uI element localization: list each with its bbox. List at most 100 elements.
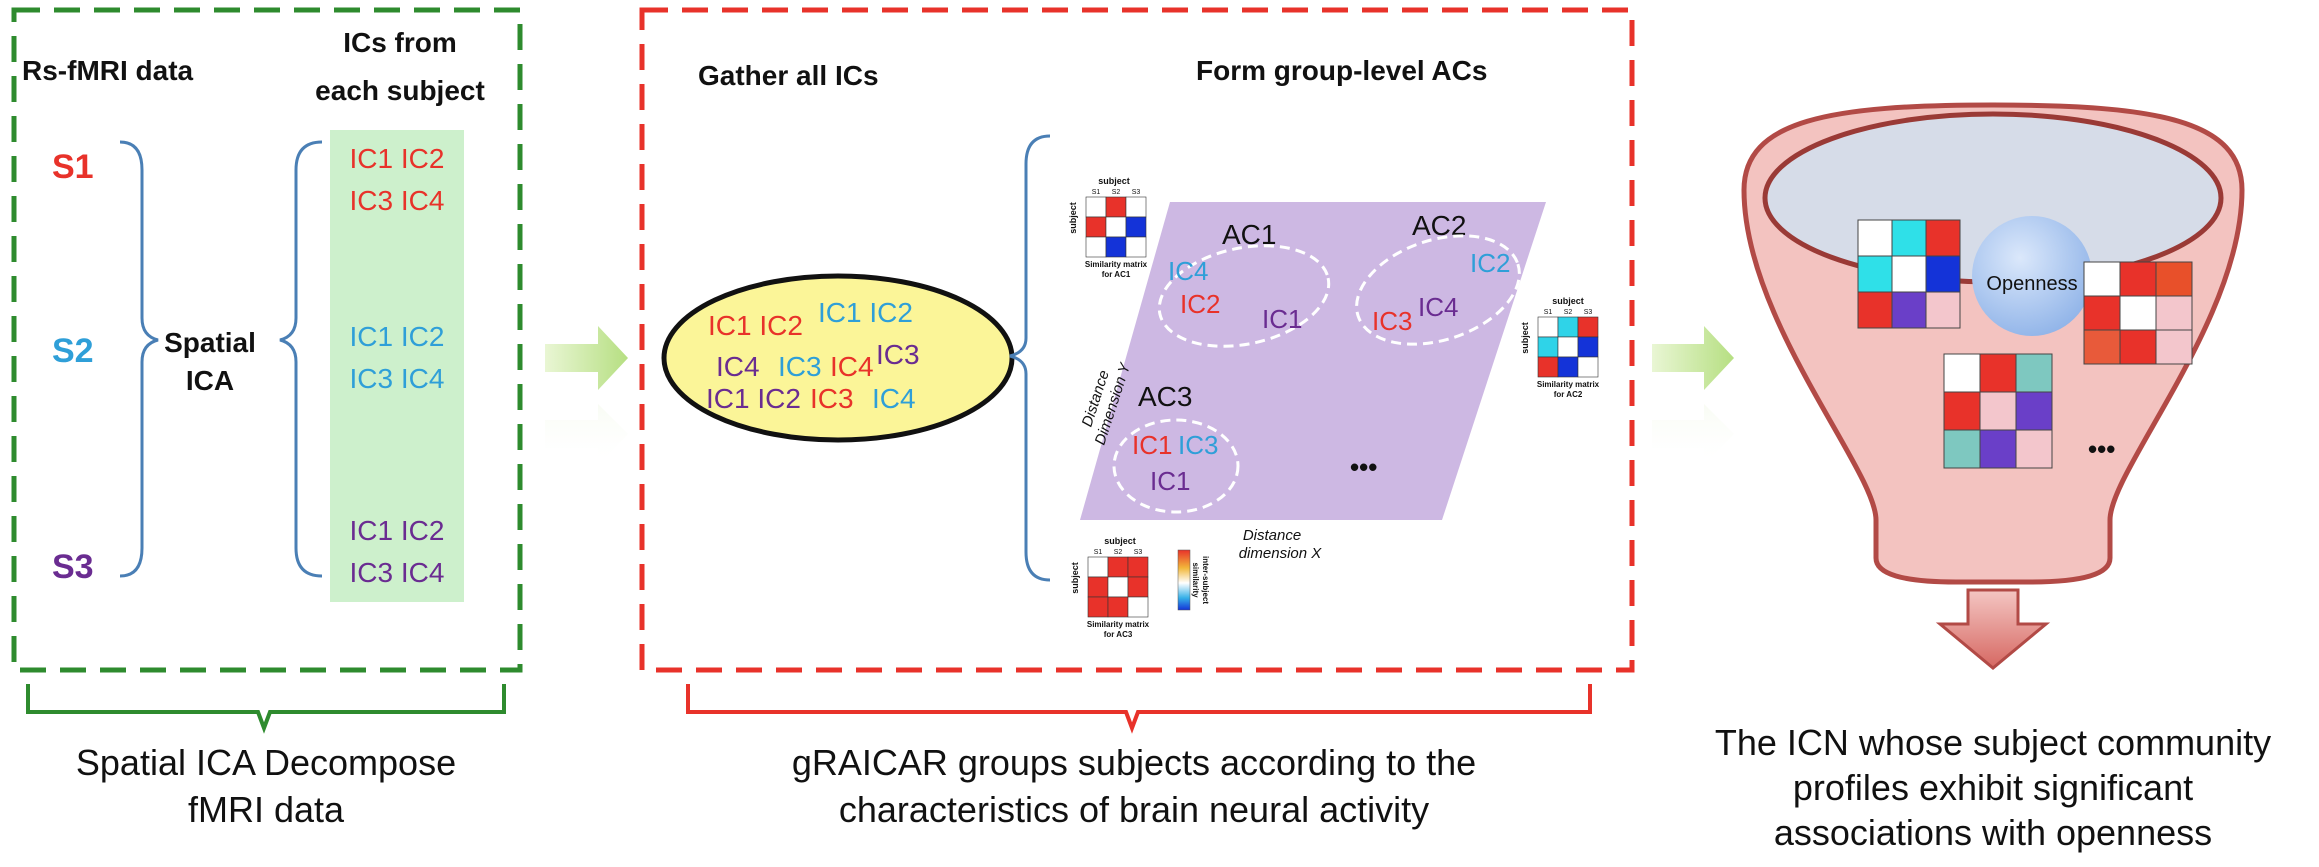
matrix-ac3-cell	[1127, 576, 1149, 598]
funnel-matrix-3-cell	[1943, 429, 1981, 469]
matrix-ac3-caption-for: for AC3	[1104, 630, 1133, 639]
funnel-matrix-1	[1857, 219, 1961, 329]
matrix-ac3-cell	[1087, 576, 1109, 598]
matrix-ac1-cell	[1125, 216, 1147, 238]
panel-openness: Openness ••• The ICN whose subject c	[1715, 102, 2271, 853]
matrix-ac2-cell	[1577, 356, 1599, 378]
funnel-matrix-1-cell	[1891, 219, 1927, 257]
matrix-ac1-cell	[1105, 236, 1127, 258]
matrix-ac1-col-s3: S3	[1132, 189, 1141, 196]
flow-arrow-1	[545, 326, 628, 466]
pool-bracket	[1009, 134, 1051, 582]
s1-ics-row1: IC1 IC2	[350, 143, 445, 174]
pool-ic-purple-a: IC4	[716, 351, 760, 382]
matrix-ac3-cell	[1127, 556, 1149, 578]
panel-ica-caption-line2: fMRI data	[188, 789, 345, 830]
funnel-matrix-1-cell	[1925, 219, 1961, 257]
pool-ic-purple-row3: IC1 IC2	[706, 383, 801, 414]
funnel-matrix-1-cell	[1925, 255, 1961, 293]
funnel-matrix-3-cell	[1979, 391, 2017, 431]
more-matrices-dots: •••	[2088, 434, 2115, 464]
panel-graicar-border	[639, 7, 1635, 673]
funnel-matrix-1-cell	[1857, 219, 1893, 257]
matrix-ac2-cell	[1537, 316, 1559, 338]
matrix-ac1-caption: Similarity matrix	[1085, 260, 1148, 269]
funnel-matrix-2-cell	[2083, 295, 2121, 331]
panel-ica-caption-line1: Spatial ICA Decompose	[76, 742, 456, 783]
more-clusters-dots: •••	[1350, 452, 1377, 482]
matrix-ac2-cell	[1537, 356, 1559, 378]
ac3-cluster	[1112, 418, 1240, 514]
matrix-ac3-axis-side: subject	[1070, 562, 1080, 594]
spatial-ica-line1: Spatial	[164, 327, 256, 358]
funnel-matrix-1-cell	[1857, 291, 1893, 329]
funnel-matrix-3	[1943, 353, 2053, 469]
ac3-label: AC3	[1138, 381, 1192, 412]
matrix-ac1-axis-top: subject	[1098, 176, 1130, 186]
pool-ic-red-b: IC3	[810, 383, 854, 414]
matrix-ac2-caption: Similarity matrix	[1537, 380, 1600, 389]
similarity-matrix-ac2: subject S1 S2 S3 subject Similarity matr…	[1520, 296, 1600, 399]
openness-bubble	[1972, 216, 2092, 336]
matrix-ac3-col-s3: S3	[1134, 549, 1143, 556]
funnel-matrix-3-cell	[1943, 353, 1981, 393]
matrix-ac2-axis-side: subject	[1520, 322, 1530, 354]
funnel-matrix-2	[2083, 261, 2193, 365]
funnel-matrix-2-cell	[2083, 329, 2121, 365]
panel-graicar-brace	[686, 684, 1592, 734]
flow-arrow-2	[1652, 326, 1734, 466]
matrix-ac1-axis-side: subject	[1068, 202, 1078, 234]
panel-ica-brace	[26, 684, 506, 734]
matrix-ac2-caption-for: for AC2	[1554, 390, 1583, 399]
s3-ics-row1: IC1 IC2	[350, 515, 445, 546]
matrix-ac2-axis-top: subject	[1552, 296, 1584, 306]
funnel-matrix-3-cell	[2015, 353, 2053, 393]
ac2-ic-purple: IC4	[1418, 292, 1458, 322]
axis-x-line2: dimension X	[1239, 545, 1323, 562]
subject-s3-label: S3	[52, 548, 94, 586]
matrix-ac1-cell	[1105, 196, 1127, 218]
matrix-ac1-cell	[1125, 196, 1147, 218]
matrix-ac1-col-s1: S1	[1092, 189, 1101, 196]
subjects-bracket	[119, 140, 159, 578]
ics-panel-background	[330, 130, 464, 602]
funnel-matrix-3-cell	[1943, 391, 1981, 431]
panel-openness-caption-line1: The ICN whose subject community	[1715, 722, 2271, 763]
ac3-ic-purple: IC1	[1150, 466, 1190, 496]
ac2-ic-blue: IC2	[1470, 248, 1510, 278]
matrix-ac1-cell	[1085, 216, 1107, 238]
ac1-ic-blue: IC4	[1168, 256, 1208, 286]
s1-ics-row2: IC3 IC4	[350, 185, 445, 216]
matrix-ac1-caption-for: for AC1	[1102, 270, 1131, 279]
s2-ics-row1: IC1 IC2	[350, 321, 445, 352]
funnel-matrix-3-cell	[1979, 353, 2017, 393]
matrix-ac3-cell	[1107, 576, 1129, 598]
pool-ic-red-a: IC4	[830, 351, 874, 382]
matrix-ac1-cell	[1085, 196, 1107, 218]
ac2-cluster	[1355, 234, 1521, 346]
matrix-ac3-cell	[1127, 596, 1149, 618]
funnel-matrix-2-cell	[2155, 295, 2193, 331]
matrix-ac3-cell	[1107, 556, 1129, 578]
matrix-ac2-col-s3: S3	[1584, 309, 1593, 316]
pool-ic-blue-b: IC4	[872, 383, 916, 414]
matrix-ac1-col-s2: S2	[1112, 189, 1121, 196]
similarity-colorbar	[1177, 549, 1191, 611]
result-down-arrow	[1935, 588, 2051, 670]
matrix-ac2-col-s1: S1	[1544, 309, 1553, 316]
gather-ics-title: Gather all ICs	[698, 60, 879, 91]
pool-ic-purple-b: IC3	[876, 339, 920, 370]
matrix-ac2-cell	[1577, 316, 1599, 338]
matrix-ac3-cell	[1087, 596, 1109, 618]
funnel-matrix-2-cell	[2119, 295, 2157, 331]
form-acs-title: Form group-level ACs	[1196, 55, 1487, 86]
panel-graicar-caption-line1: gRAICAR groups subjects according to the	[792, 742, 1476, 783]
subject-s1-label: S1	[52, 148, 94, 186]
panel-ica-border	[11, 7, 523, 673]
ac1-cluster	[1157, 244, 1331, 348]
matrix-ac1-cell	[1105, 216, 1127, 238]
pool-ic-blue-a: IC3	[778, 351, 822, 382]
funnel-matrix-1-cell	[1891, 291, 1927, 329]
ics-bracket	[279, 140, 323, 578]
